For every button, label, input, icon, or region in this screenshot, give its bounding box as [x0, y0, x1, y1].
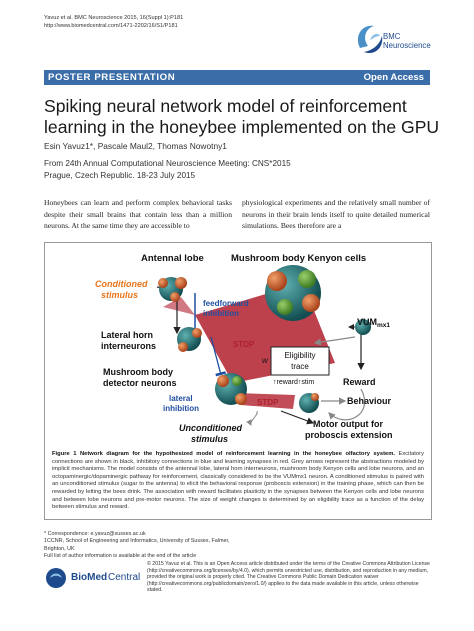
affiliation-2: Brighton, UK — [44, 545, 75, 552]
correspondence[interactable]: * Correspondence: e.yavuz@sussex.ac.uk — [44, 531, 146, 537]
citation-line-1: Yavuz et al. BMC Neuroscience 2015, 16(S… — [44, 15, 184, 21]
trace-label: trace — [291, 362, 309, 371]
motor-neuron-cluster — [299, 393, 319, 413]
body-column-1: Honeybees can learn and perform complex … — [44, 198, 232, 231]
reward-stim-label: ↑reward↑stim — [273, 379, 314, 386]
figure-box: Eligibility trace w ↑reward↑stim — [44, 242, 432, 520]
vum-label: VUMmx1 — [357, 317, 390, 329]
author-info-note: Full list of author information is avail… — [44, 553, 197, 560]
inhibition-label: inhibition — [203, 309, 239, 318]
us-to-motor-line — [280, 410, 315, 425]
network-diagram: Eligibility trace w ↑reward↑stim — [95, 253, 393, 444]
title-line-2: learning in the honeybee implemented on … — [44, 117, 440, 137]
mb-detector-label-1: Mushroom body — [103, 367, 173, 377]
kenyon-cells-label: Mushroom body Kenyon cells — [231, 253, 366, 264]
unconditioned-label: Unconditioned — [179, 423, 242, 433]
lateral-label: lateral — [169, 394, 193, 403]
title-line-1: Spiking neural network model of reinforc… — [44, 96, 407, 116]
bmc-neuroscience-logo: BMC Neuroscience — [350, 14, 436, 62]
biomed-text: BioMed — [71, 572, 108, 583]
poster-presentation-label: POSTER PRESENTATION — [48, 72, 176, 83]
footnotes: * Correspondence: e.yavuz@sussex.ac.uk 1… — [44, 531, 229, 561]
al-to-kc-fan — [163, 297, 195, 315]
body-column-2: physiological experiments and the relati… — [242, 198, 430, 231]
conference-info: From 24th Annual Computational Neuroscie… — [44, 158, 291, 182]
mb-detector-label-2: detector neurons — [103, 378, 177, 388]
vum-text: VUM — [357, 317, 377, 327]
central-text: Central — [108, 572, 141, 583]
weight-label: w — [262, 356, 269, 365]
figure-caption-title: Network diagram for the hypothesized mod… — [79, 451, 396, 457]
biomed-central-icon — [46, 568, 66, 588]
eligibility-trace-box — [270, 346, 330, 376]
detector-neurons-cluster — [215, 373, 247, 405]
lh-to-detector-inhibition — [210, 336, 227, 377]
figure-caption-text: Excitatory connections are shown in blac… — [52, 451, 424, 511]
behaviour-label: Behaviour — [347, 396, 392, 406]
kenyon-cells-cluster — [265, 265, 321, 321]
eligibility-label: Eligibility — [284, 351, 315, 360]
stdp-top-label: STDP — [233, 340, 255, 349]
reward-label: Reward — [343, 377, 376, 387]
biomed-central-logo: BioMed Central — [44, 566, 141, 590]
open-access-label: Open Access — [363, 72, 424, 83]
lateral-inhibition-label: inhibition — [163, 404, 199, 413]
feedforward-label: feedforward — [203, 299, 249, 308]
conference-line-2: Prague, Czech Republic. 18-23 July 2015 — [44, 171, 196, 180]
article-title: Spiking neural network model of reinforc… — [44, 96, 444, 138]
vum-subscript: mx1 — [377, 322, 390, 329]
affiliation-1: 1CCNR, School of Engineering and Informa… — [44, 538, 230, 545]
lateral-horn-cluster — [177, 327, 202, 352]
detector-to-motor-fan — [235, 393, 295, 409]
vum-neuron-cluster — [355, 319, 371, 335]
authors: Esin Yavuz1*, Pascale Maul2, Thomas Nowo… — [44, 141, 227, 151]
us-feedback-line — [246, 410, 258, 426]
vum-to-eligibility-line — [313, 336, 356, 346]
antennal-lobe-cluster — [158, 277, 187, 302]
stdp-bottom-label: STDP — [257, 398, 279, 407]
conditioned-label: Conditioned — [95, 279, 148, 289]
figure-label: Figure 1 — [52, 451, 77, 457]
behaviour-to-reward-line — [328, 388, 366, 421]
proboscis-extension-label: proboscis extension — [305, 430, 393, 440]
conference-line-1: From 24th Annual Computational Neuroscie… — [44, 159, 291, 168]
license-text: © 2015 Yavuz et al. This is an Open Acce… — [147, 561, 430, 594]
citation-url[interactable]: http://www.biomedcentral.com/1471-2202/1… — [44, 23, 178, 29]
antennal-lobe-label: Antennal lobe — [141, 253, 204, 264]
unconditioned-stimulus-label: stimulus — [191, 434, 228, 444]
lateral-horn-label: Lateral horn — [101, 330, 153, 340]
figure-caption: Figure 1 Network diagram for the hypothe… — [52, 451, 424, 512]
logo-neuroscience: Neuroscience — [383, 41, 431, 50]
conditioned-stimulus-label: stimulus — [101, 290, 138, 300]
citation-header: Yavuz et al. BMC Neuroscience 2015, 16(S… — [44, 14, 183, 30]
logo-bmc: BMC — [383, 32, 401, 41]
interneurons-label: interneurons — [101, 341, 156, 351]
section-banner: POSTER PRESENTATION Open Access — [44, 70, 430, 85]
bmc-swirl-icon — [357, 25, 383, 54]
motor-output-label: Motor output for — [313, 419, 383, 429]
